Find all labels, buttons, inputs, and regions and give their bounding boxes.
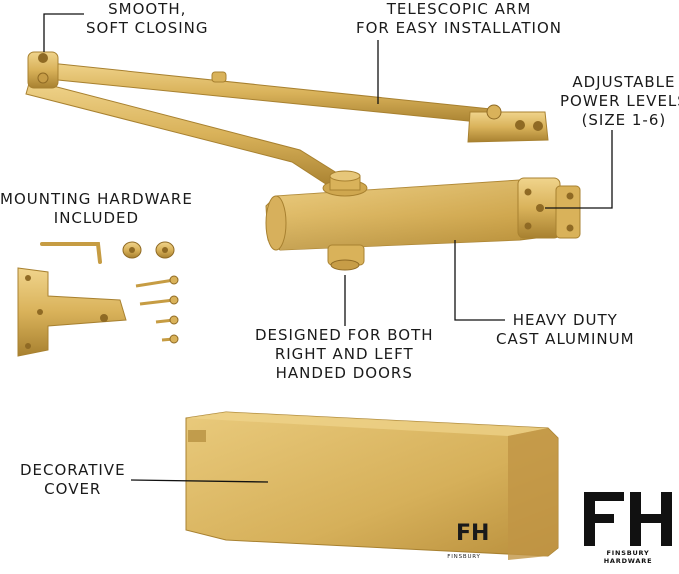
label-telescopic-arm: TELESCOPIC ARM FOR EASY INSTALLATION [356,0,562,38]
label-line: HANDED DOORS [275,364,413,382]
label-line: SMOOTH, [108,0,187,18]
label-line: POWER LEVELS [560,92,679,110]
decorative-cover: FH [185,411,559,560]
label-mounting-hardware: MOUNTING HARDWARE INCLUDED [0,190,193,228]
label-decorative-cover: DECORATIVE COVER [20,461,126,499]
label-smooth-soft-closing: SMOOTH, SOFT CLOSING [86,0,209,38]
svg-text:FH: FH [456,521,489,546]
label-heavy-duty: HEAVY DUTY CAST ALUMINUM [496,311,635,349]
label-line: (SIZE 1-6) [581,111,667,129]
telescopic-arm [25,51,549,189]
label-line: ADJUSTABLE [572,73,676,91]
label-line: FOR EASY INSTALLATION [356,19,563,37]
label-line: HEAVY DUTY [512,311,618,329]
mounting-hardware [17,241,179,357]
label-line: COVER [44,480,102,498]
label-designed-both-hands: DESIGNED FOR BOTH RIGHT AND LEFT HANDED … [255,326,434,383]
label-line: SOFT CLOSING [86,19,209,37]
label-line: TELESCOPIC ARM [386,0,532,18]
brand-logo [584,492,672,546]
label-line: MOUNTING HARDWARE [0,190,193,208]
label-line: DESIGNED FOR BOTH [255,326,434,344]
brand-name: FINSBURY HARDWARE [603,549,653,565]
cover-brand-name: FINSBURY [447,554,481,560]
label-line: INCLUDED [53,209,140,227]
label-line: RIGHT AND LEFT [274,345,414,363]
label-adjustable-power: ADJUSTABLE POWER LEVELS (SIZE 1-6) [560,73,679,130]
label-line: DECORATIVE [20,461,126,479]
label-line: CAST ALUMINUM [496,330,635,348]
closer-body [265,170,581,271]
callout-lines [43,13,613,483]
